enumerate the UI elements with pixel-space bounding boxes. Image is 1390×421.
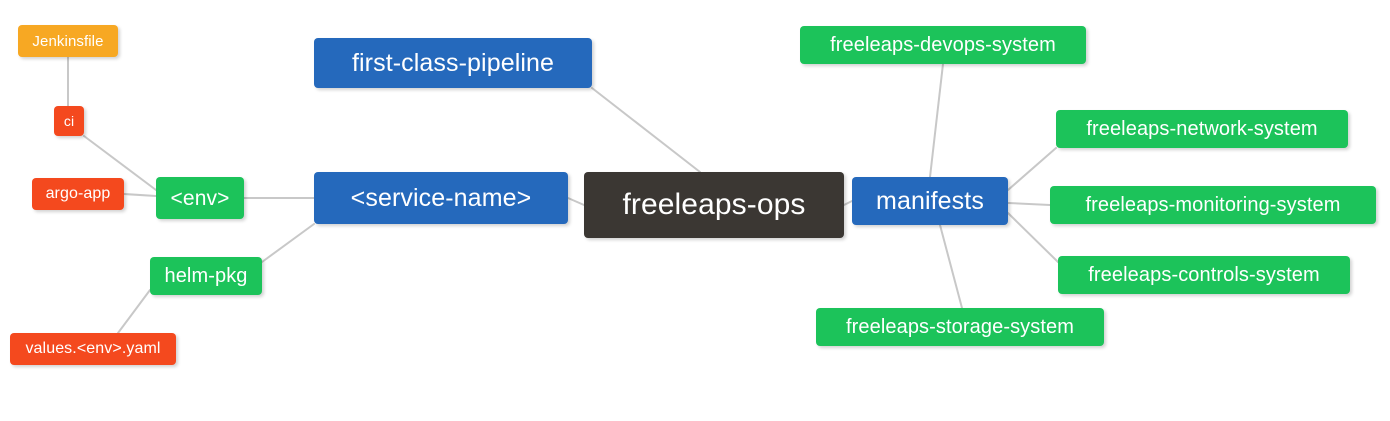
mindmap-node-freeleaps-storage-system[interactable]: freeleaps-storage-system (816, 308, 1104, 346)
mindmap-node-freeleaps-devops-system[interactable]: freeleaps-devops-system (800, 26, 1086, 64)
mindmap-node-freeleaps-controls-system[interactable]: freeleaps-controls-system (1058, 256, 1350, 294)
mindmap-node-root[interactable]: freeleaps-ops (584, 172, 844, 238)
edge-manifests-to-freeleaps-monitoring-system (1007, 202, 1051, 206)
edge-root-to-service-name (567, 197, 585, 206)
edge-manifests-to-freeleaps-storage-system (939, 224, 963, 309)
mindmap-node-jenkinsfile[interactable]: Jenkinsfile (18, 25, 118, 57)
mindmap-node-freeleaps-network-system[interactable]: freeleaps-network-system (1056, 110, 1348, 148)
edge-service-name-to-helm-pkg (261, 223, 315, 263)
mindmap-node-helm-pkg[interactable]: helm-pkg (150, 257, 262, 295)
mindmap-node-ci[interactable]: ci (54, 106, 84, 136)
edge-helm-pkg-to-values-yaml (117, 289, 151, 334)
mindmap-node-first-class-pipeline[interactable]: first-class-pipeline (314, 38, 592, 88)
edge-env-to-argo-app (123, 193, 157, 197)
mindmap-node-argo-app[interactable]: argo-app (32, 178, 124, 210)
edge-root-to-manifests (843, 200, 853, 206)
mindmap-node-env[interactable]: <env> (156, 177, 244, 219)
mindmap-node-manifests[interactable]: manifests (852, 177, 1008, 225)
mindmap-node-service-name[interactable]: <service-name> (314, 172, 568, 224)
edge-manifests-to-freeleaps-network-system (1007, 147, 1057, 191)
edge-service-name-to-first-class-pipeline (591, 87, 701, 173)
mindmap-node-freeleaps-monitoring-system[interactable]: freeleaps-monitoring-system (1050, 186, 1376, 224)
edge-manifests-to-freeleaps-devops-system (929, 63, 944, 178)
mindmap-node-values-yaml[interactable]: values.<env>.yaml (10, 333, 176, 365)
